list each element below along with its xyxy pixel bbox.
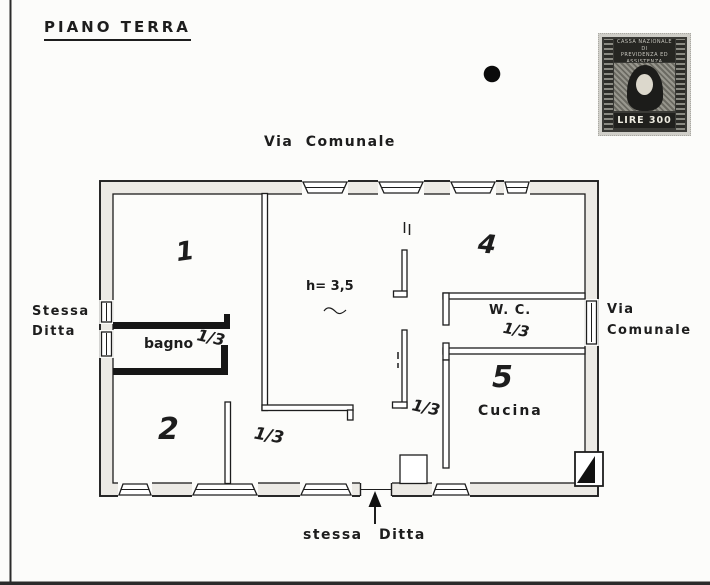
wall-wc-top [442, 292, 586, 300]
top-wall-windows [301, 179, 530, 196]
page-bottom-border [0, 581, 710, 585]
wall-hall-bottom-foot [346, 409, 354, 421]
corner-marker [574, 451, 604, 487]
face-icon [636, 74, 653, 95]
stamp-header-line1: CASSA NAZIONALE DI [617, 39, 672, 52]
veiled-figure-icon [626, 65, 663, 111]
room-4-number: 4 [476, 229, 498, 261]
street-right-line2: Comunale [607, 322, 692, 338]
stamp-column-left-icon [604, 39, 613, 130]
wall-central-upper [401, 249, 408, 297]
wall-wc-bottom-tick [442, 342, 450, 361]
wall-cucina-left [442, 359, 450, 469]
wall-central-lower [401, 329, 408, 409]
wall-wc-top-jamb [442, 292, 450, 326]
street-left-line2: Ditta [32, 324, 76, 340]
wall-central-lower-foot [391, 401, 408, 409]
interior-walls [224, 192, 586, 485]
ink-dot [483, 65, 501, 83]
wall-wc-bottom [442, 347, 586, 355]
stamp-header-line2: PREVIDENZA ED ASSISTENZA [620, 52, 669, 62]
stamp-value-label: LIRE 300 [614, 113, 675, 128]
stamp-portrait-icon [614, 63, 675, 111]
page-title: PIANO TERRA [44, 18, 191, 41]
room-5-number: 5 [492, 360, 513, 395]
hall-height-note: h= 3,5 [306, 279, 354, 294]
wc-label: W. C. [489, 303, 532, 318]
right-wall-opening [584, 299, 599, 346]
wall-room2-right [224, 401, 232, 485]
door-tick-marks [397, 222, 411, 368]
bagno-walls [113, 314, 230, 375]
stamp-column-right-icon [676, 39, 685, 130]
height-underline-squiggle [323, 307, 347, 315]
wall-central-upper-foot [392, 290, 408, 298]
room-2-number: 2 [158, 412, 179, 447]
cucina-label: Cucina [478, 403, 543, 419]
wall-hall-bottom-left [261, 404, 354, 412]
street-left-line1: Stessa [32, 304, 90, 319]
bottom-wall-windows [118, 482, 470, 498]
wall-hall-left [261, 192, 269, 412]
street-label-top: Via Comunale [264, 134, 396, 150]
entrance-arrow [368, 491, 382, 524]
left-wall-openings [99, 300, 114, 358]
vestibule-box [399, 454, 428, 485]
street-right-line1: Via [607, 302, 635, 317]
street-label-bottom: stessa Ditta [303, 527, 426, 543]
bagno-label: bagno [144, 336, 194, 352]
